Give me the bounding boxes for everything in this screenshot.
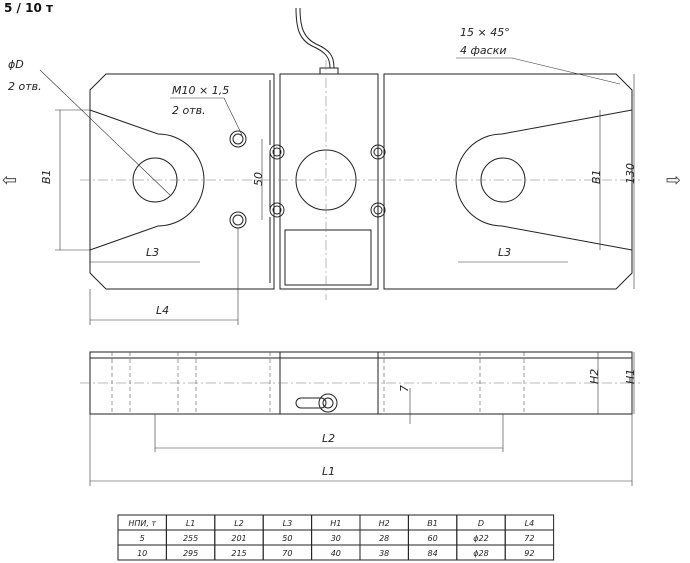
slot-hole-tr-inner xyxy=(373,147,383,157)
top-view xyxy=(39,7,640,325)
slot-hole-br-inner xyxy=(373,205,383,215)
dimension-labels: ϕD 2 отв. M10 × 1,5 2 отв. 15 × 45° 4 фа… xyxy=(2,26,681,478)
table-value-1-0: 5 xyxy=(140,534,145,543)
table-header-2: L2 xyxy=(234,519,244,528)
table-header-5: H2 xyxy=(379,519,390,528)
capacity-title: 5 / 10 т xyxy=(4,1,53,15)
l3-right-label: L3 xyxy=(498,246,511,259)
slot-hole-bl-inner xyxy=(272,205,282,215)
l3-left-label: L3 xyxy=(146,246,159,259)
table-value-2-5: 38 xyxy=(379,549,389,558)
d-holes-label: 2 отв. xyxy=(8,80,42,93)
b1-left-label: B1 xyxy=(40,169,53,184)
thread-holes-label: 2 отв. xyxy=(172,104,206,117)
table-header-7: D xyxy=(478,519,484,528)
table-value-1-1: 255 xyxy=(183,534,198,543)
spec-table: НПИ, т L1 L2 L3 H1 H2 B1 D L4 5 255 201 50 30 28 60 ϕ22 7… xyxy=(117,514,555,561)
b1-right-label: B1 xyxy=(590,169,603,184)
arrow-right-icon: ⇨ xyxy=(666,170,681,191)
cable-connector xyxy=(319,67,339,75)
arrow-left-icon: ⇦ xyxy=(2,170,17,191)
table-header-1: L1 xyxy=(186,519,196,528)
table-value-2-4: 40 xyxy=(331,549,341,558)
slot-hole-tl-inner xyxy=(272,147,282,157)
center-block-outline xyxy=(279,73,379,290)
cable-gland xyxy=(318,393,338,413)
table-header-8: L4 xyxy=(525,519,535,528)
table-value-1-8: 72 xyxy=(524,534,534,543)
table-value-2-8: 92 xyxy=(524,549,534,558)
table-header-0: НПИ, т xyxy=(128,519,156,528)
cable xyxy=(295,7,331,69)
h2-label: H2 xyxy=(588,369,601,384)
slot-hole-br xyxy=(370,202,386,218)
table-value-2-3: 70 xyxy=(282,549,292,558)
label-plate xyxy=(284,229,372,286)
side-view xyxy=(80,351,640,486)
thread-label: M10 × 1,5 xyxy=(172,84,229,97)
table-value-1-4: 30 xyxy=(331,534,341,543)
thread-hole-top-inner xyxy=(232,133,244,145)
table-value-1-7: ϕ22 xyxy=(473,534,488,543)
cable-stub xyxy=(295,397,327,409)
l4-label: L4 xyxy=(156,304,169,317)
cable-edge xyxy=(299,7,335,69)
table-value-1-2: 201 xyxy=(231,534,246,543)
slot-hole-tl xyxy=(269,144,285,160)
height-label: 130 xyxy=(624,163,637,184)
table-value-2-2: 215 xyxy=(231,549,246,558)
left-eye-outline xyxy=(89,109,205,251)
table-header-4: H1 xyxy=(330,519,341,528)
thread-leader xyxy=(170,97,243,136)
table-value-1-5: 28 xyxy=(379,534,389,543)
table-value-2-0: 10 xyxy=(137,549,147,558)
chamfer-note-label: 4 фаски xyxy=(460,44,506,57)
thread-hole-bottom xyxy=(229,211,247,229)
chamfer-leader xyxy=(456,57,621,85)
slot-hole-tr xyxy=(370,144,386,160)
table-header-6: B1 xyxy=(427,519,438,528)
slot-hole-bl xyxy=(269,202,285,218)
table-value-1-6: 60 xyxy=(428,534,438,543)
right-eye-outline xyxy=(455,109,633,251)
l1-label: L1 xyxy=(322,465,335,478)
table-value-2-1: 295 xyxy=(183,549,198,558)
d-leader xyxy=(39,69,171,196)
cable-gland-inner xyxy=(322,397,334,409)
l2-label: L2 xyxy=(322,432,335,445)
table-value-2-7: ϕ28 xyxy=(473,549,488,558)
d50-label: 50 xyxy=(252,172,265,186)
thread-hole-top xyxy=(229,130,247,148)
d7-label: 7 xyxy=(398,385,411,392)
h1-label: H1 xyxy=(624,369,637,384)
chamfer-label: 15 × 45° xyxy=(460,26,510,39)
table-header-3: L3 xyxy=(283,519,293,528)
thread-hole-bottom-inner xyxy=(232,214,244,226)
table-value-2-6: 84 xyxy=(428,549,438,558)
table-value-1-3: 50 xyxy=(282,534,292,543)
d-dim-label: ϕD xyxy=(8,58,24,71)
right-body-outline xyxy=(383,73,633,290)
table-cell xyxy=(504,544,555,561)
